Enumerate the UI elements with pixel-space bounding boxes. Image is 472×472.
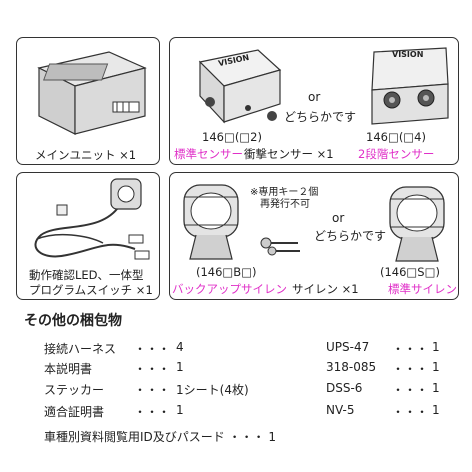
list-item-qty: 4 <box>176 340 184 354</box>
siren-backup-image <box>183 184 239 260</box>
siren-note-1: ※専用キー２個 <box>250 187 319 198</box>
list-item-dots: ・・・ <box>134 342 171 356</box>
siren-standard-label: 標準サイレン <box>388 282 457 296</box>
siren-code-left: (146□B□) <box>196 265 257 279</box>
list-item-qty: 1 <box>176 360 184 374</box>
sensor-standard-image <box>198 49 282 124</box>
main-unit-label: メインユニット ×1 <box>35 148 137 162</box>
list-item-qty: 1 <box>432 403 440 417</box>
siren-code-right: (146□S□) <box>380 265 440 279</box>
siren-backup-label: バックアップサイレン <box>172 282 287 296</box>
list-item: 本説明書 <box>44 362 93 376</box>
switch-label-1: 動作確認LED、一体型 <box>29 268 144 282</box>
siren-either: どちらかです <box>314 229 387 243</box>
list-item-dots: ・・・ <box>134 362 171 376</box>
sensor-code-right: 146□(□4) <box>366 130 426 144</box>
footer-item: 車種別資料閲覧用ID及びパスード ・・・ 1 <box>44 430 277 444</box>
list-item-qty: 1シート(4枚) <box>176 383 249 397</box>
list-item-qty: 1 <box>432 340 440 354</box>
siren-panel: ※専用キー２個 再発行不可 or どちらかです (146□B□) (146□S□… <box>169 172 459 300</box>
list-item: UPS-47 <box>326 340 370 354</box>
section-title: その他の梱包物 <box>24 313 122 329</box>
sensor-2stage-image <box>371 47 449 125</box>
main-unit-image <box>37 51 147 135</box>
list-item-dots: ・・・ <box>392 405 429 419</box>
siren-key-image <box>260 237 300 256</box>
sensor-standard-label: 標準センサー <box>174 147 243 161</box>
switch-panel: 動作確認LED、一体型 プログラムスイッチ ×1 <box>16 172 160 300</box>
main-unit-panel: メインユニット ×1 <box>16 37 160 165</box>
list-item-dots: ・・・ <box>392 383 429 397</box>
siren-note-2: 再発行不可 <box>260 199 310 210</box>
sensor-logo-right: VISION <box>392 50 424 59</box>
siren-standard-image <box>389 186 445 262</box>
list-item-dots: ・・・ <box>134 383 171 397</box>
sensor-label: 衝撃センサー ×1 <box>244 147 334 161</box>
list-item-qty: 1 <box>432 360 440 374</box>
sensor-either: どちらかです <box>284 110 357 124</box>
list-item: ステッカー <box>44 383 105 397</box>
list-item-qty: 1 <box>432 381 440 395</box>
siren-or: or <box>332 211 345 225</box>
list-item-dots: ・・・ <box>134 405 171 419</box>
list-item: 適合証明書 <box>44 405 105 419</box>
list-item: 接続ハーネス <box>44 342 117 356</box>
switch-image <box>34 178 150 260</box>
sensor-or: or <box>308 90 321 104</box>
siren-label: サイレン ×1 <box>292 282 359 296</box>
list-item-dots: ・・・ <box>392 362 429 376</box>
sensor-2stage-label: 2段階センサー <box>358 147 435 161</box>
sensor-panel: VISION VISION or どちらかです 146□(□2) 146□(□4… <box>169 37 459 165</box>
list-item: NV-5 <box>326 403 355 417</box>
sensor-code-left: 146□(□2) <box>202 130 262 144</box>
list-item: 318-085 <box>326 360 377 374</box>
list-item-dots: ・・・ <box>392 342 429 356</box>
switch-label-2: プログラムスイッチ ×1 <box>29 283 153 297</box>
list-item-qty: 1 <box>176 403 184 417</box>
list-item: DSS-6 <box>326 381 363 395</box>
